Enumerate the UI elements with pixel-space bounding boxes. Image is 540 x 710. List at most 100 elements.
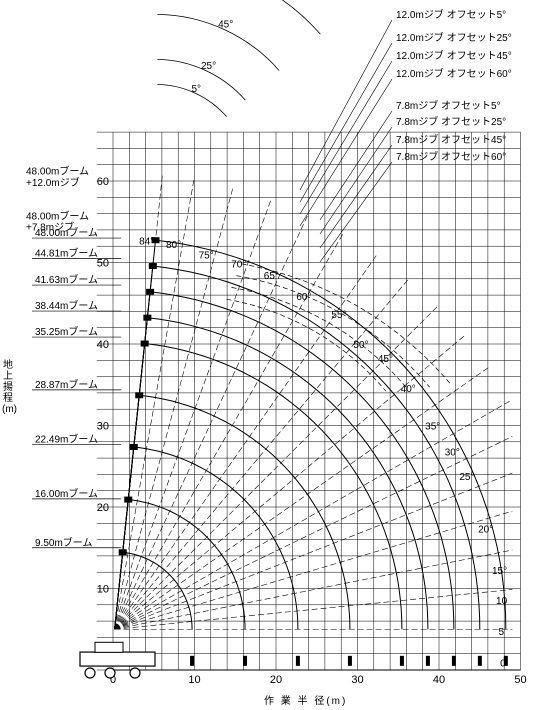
hook-marker xyxy=(399,655,404,666)
y-tick-label: 20 xyxy=(97,502,109,514)
jib-envelope xyxy=(231,287,408,390)
boom-angle-label: 80° xyxy=(166,240,181,251)
boom-length-label: 35.25mブーム xyxy=(35,325,98,338)
x-tick-label: 0 xyxy=(110,674,116,686)
boom-angle-line xyxy=(114,400,511,630)
boom-angle-label: 75° xyxy=(199,250,214,261)
boom-angle-line xyxy=(114,306,438,630)
x-tick-label: 20 xyxy=(270,674,282,686)
offset-arc xyxy=(157,58,246,101)
boom-angle-label: 35° xyxy=(425,422,440,433)
boom-angle-line xyxy=(114,472,513,630)
offset-arc-label: 5° xyxy=(191,84,201,95)
boom-angle-label: 0 xyxy=(500,659,506,670)
y-tick-label: 50 xyxy=(97,258,109,270)
boom-angle-label: 10 xyxy=(496,596,508,607)
boom-angle-label: 25° xyxy=(459,472,474,483)
jib78-offset-label: 7.8mジブ オフセット60° xyxy=(396,150,506,163)
boom-angle-line xyxy=(114,255,377,630)
jib12-leader xyxy=(299,19,393,191)
y-tick-label: 30 xyxy=(97,421,109,433)
x-tick-label: 10 xyxy=(188,674,200,686)
boom-angle-label: 50° xyxy=(353,340,368,351)
offset-arc-label: 45° xyxy=(218,20,233,31)
boom-angle-line xyxy=(114,215,308,630)
boom-angle-label: 84° xyxy=(139,237,154,248)
hook-marker xyxy=(477,655,482,666)
boom-angle-line xyxy=(114,367,489,630)
jib78-leader xyxy=(319,161,393,263)
boom-angle-line xyxy=(114,510,513,630)
jib78-leader xyxy=(319,110,393,221)
boom-angle-line xyxy=(114,335,465,630)
hook-marker xyxy=(425,655,430,666)
jib-envelope xyxy=(236,275,430,388)
crane-carrier xyxy=(79,651,156,667)
boom-angle-label: 65° xyxy=(264,271,279,282)
boom-angle-line xyxy=(114,175,163,630)
jib12-offset-label: 12.0mジブ オフセット5° xyxy=(396,8,506,21)
hook-marker xyxy=(243,655,248,666)
boom-angle-label: 55° xyxy=(331,310,346,321)
jib-label: +12.0mジブ xyxy=(26,176,80,189)
boom-angle-label: 45° xyxy=(378,354,393,365)
boom-length-label: 16.00mブーム xyxy=(35,487,98,500)
jib12-leader xyxy=(299,42,393,203)
jib12-leader xyxy=(299,78,393,227)
boom-length-label: 44.81mブーム xyxy=(35,246,98,259)
boom-length-label: 28.87mブーム xyxy=(35,378,98,391)
boom-angle-label: 15° xyxy=(492,566,507,577)
boom-arc xyxy=(150,291,455,630)
boom-angle-line xyxy=(114,200,272,630)
jib78-offset-label: 7.8mジブ オフセット45° xyxy=(396,133,506,146)
boom-arc xyxy=(144,343,403,630)
boom-arc xyxy=(139,394,351,630)
jib78-leader xyxy=(319,126,393,235)
hook-marker xyxy=(295,655,300,666)
boom-angle-line xyxy=(114,233,344,630)
crane-wheel xyxy=(129,667,141,679)
boom-angle-label: 30° xyxy=(445,448,460,459)
boom-angle-line xyxy=(114,179,195,630)
jib-label: 48.00mブーム xyxy=(26,209,89,222)
jib-envelope xyxy=(241,263,452,386)
hook-marker xyxy=(190,655,195,666)
x-tick-label: 40 xyxy=(433,674,445,686)
hook-marker xyxy=(451,655,456,666)
jib12-leader xyxy=(299,60,393,215)
boom-arc xyxy=(155,239,507,630)
offset-arc xyxy=(157,83,227,117)
jib-label: +7.8mジブ xyxy=(26,221,74,234)
jib12-offset-label: 12.0mジブ オフセット60° xyxy=(396,67,512,80)
offset-arc xyxy=(157,13,280,71)
boom-angle-label: 70° xyxy=(231,259,246,270)
hook-marker xyxy=(503,655,508,666)
boom-angle-label: 20° xyxy=(478,524,493,535)
boom-angle-line xyxy=(114,279,409,630)
boom-length-label: 9.50mブーム xyxy=(35,536,93,549)
jib12-offset-label: 12.0mジブ オフセット25° xyxy=(396,31,512,44)
boom-angle-label: 40° xyxy=(401,384,416,395)
boom-angle-line xyxy=(114,549,513,630)
boom-length-label: 41.63mブーム xyxy=(35,273,98,286)
boom-angle-label: 5 xyxy=(498,627,504,638)
boom-length-label: 38.44mブーム xyxy=(35,299,98,312)
boom-angle-line xyxy=(114,188,234,630)
crane-wheel xyxy=(84,667,96,679)
y-tick-label: 10 xyxy=(97,584,109,596)
offset-arc-label: 25° xyxy=(201,61,216,72)
jib12-offset-label: 12.0mジブ オフセット45° xyxy=(396,49,512,62)
x-tick-label: 50 xyxy=(514,674,526,686)
boom-angle-label: 60° xyxy=(296,292,311,303)
jib-envelope xyxy=(226,298,387,392)
offset-arc xyxy=(281,0,321,35)
boom-arc xyxy=(152,265,481,630)
hook-marker xyxy=(347,655,352,666)
jib78-leader xyxy=(319,144,393,249)
boom-angle-line xyxy=(114,589,513,630)
x-tick-label: 30 xyxy=(351,674,363,686)
y-axis-label: 地 上 揚 程 (m) xyxy=(2,360,17,415)
boom-length-label: 22.49mブーム xyxy=(35,432,98,445)
jib-label: 48.00mブーム xyxy=(26,164,89,177)
